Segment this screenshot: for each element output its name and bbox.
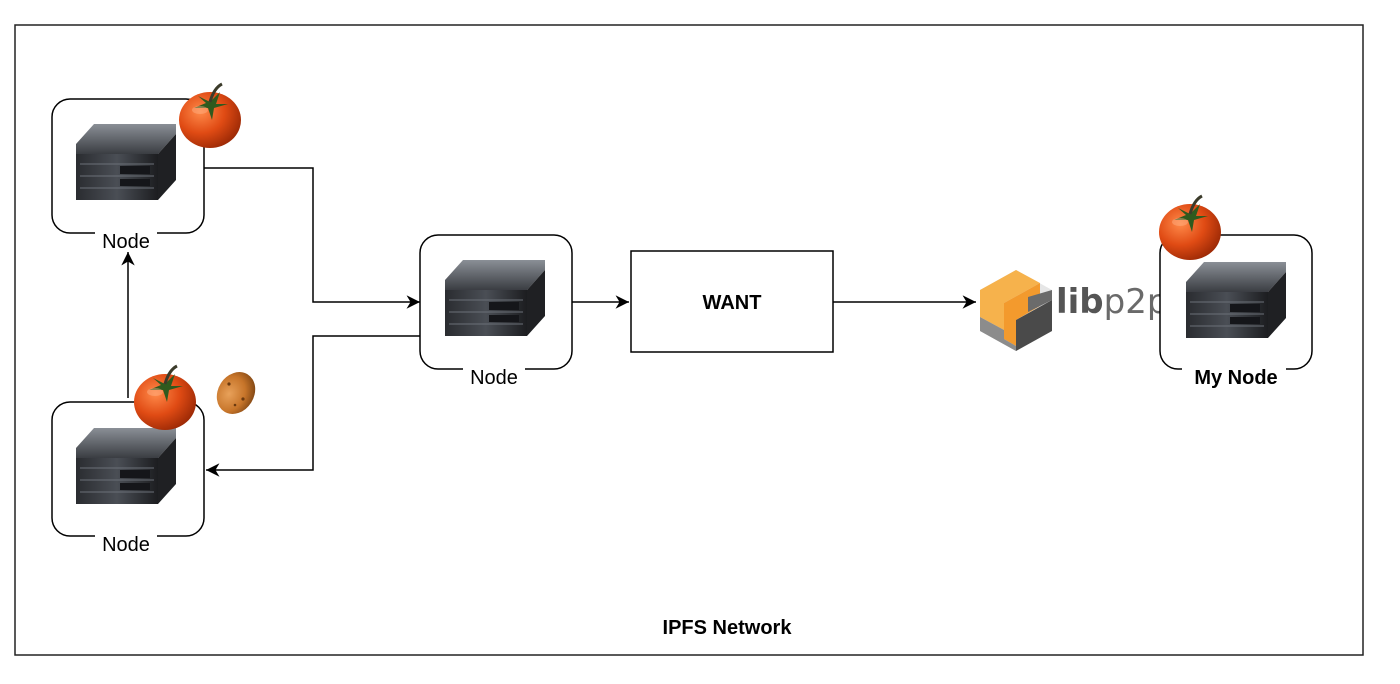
node-label: Node — [102, 231, 150, 253]
server-icon — [444, 259, 546, 337]
node-card-1[interactable]: Node — [51, 98, 205, 253]
node-label: Node — [470, 367, 518, 389]
potato-icon — [216, 372, 256, 414]
edge-node1-to-node3 — [204, 167, 420, 309]
libp2p-lib-text: lib — [1056, 282, 1104, 322]
libp2p-logo: libp2p — [980, 270, 1168, 351]
edge-node3-to-node2 — [206, 335, 420, 477]
node-label: Node — [102, 534, 150, 556]
node-card-2[interactable]: Node — [51, 401, 205, 556]
server-icon — [1185, 261, 1287, 339]
libp2p-wordmark: libp2p — [1056, 282, 1168, 322]
want-label: WANT — [703, 292, 762, 314]
my-node-label: My Node — [1194, 367, 1277, 389]
libp2p-p2p-text: p2p — [1104, 282, 1169, 322]
server-icon — [75, 427, 177, 505]
node-card-3[interactable]: Node — [419, 234, 573, 389]
want-box[interactable]: WANT — [630, 250, 834, 353]
my-node-card[interactable]: My Node — [1159, 234, 1313, 389]
ipfs-network-label: IPFS Network — [663, 617, 793, 639]
server-icon — [75, 123, 177, 201]
